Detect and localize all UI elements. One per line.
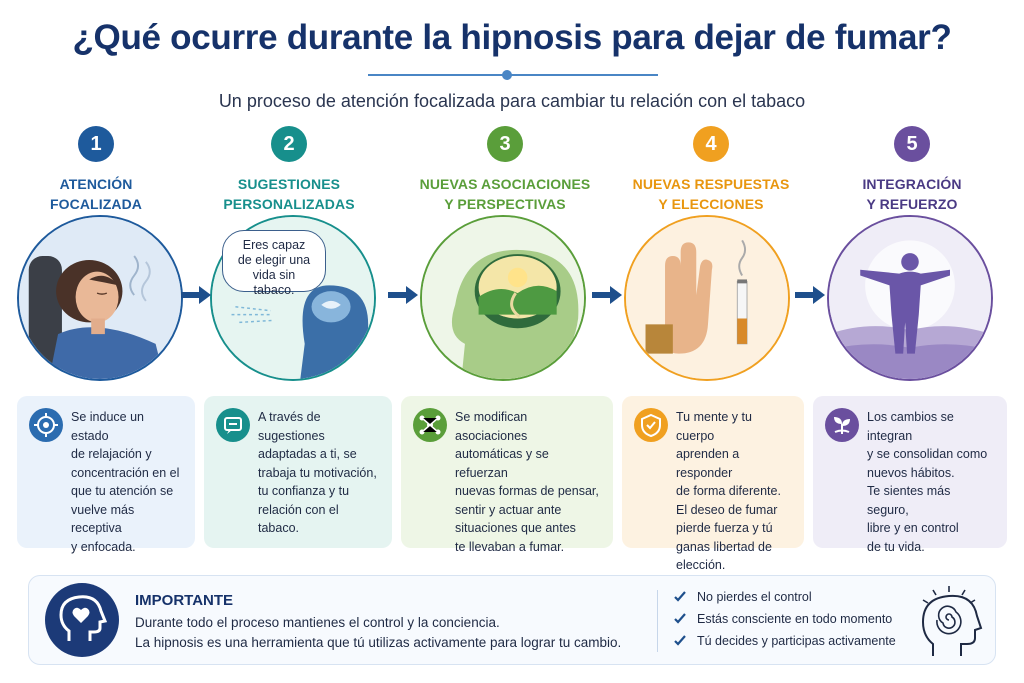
step-1-illustration xyxy=(17,215,183,381)
step-5-number: 5 xyxy=(894,126,930,162)
check-item-label: Tú decides y participas activamente xyxy=(697,634,896,648)
step-4-header: 4 NUEVAS RESPUESTAS Y ELECCIONES xyxy=(611,126,811,214)
sprout-icon xyxy=(825,408,859,442)
network-icon xyxy=(413,408,447,442)
step-3-number: 3 xyxy=(487,126,523,162)
step-1-card: Se induce un estado de relajación y conc… xyxy=(17,396,195,554)
step-1-header: 1 ATENCIÓN FOCALIZADA xyxy=(0,126,196,214)
check-item-label: Estás consciente en todo momento xyxy=(697,612,893,626)
step-4-number: 4 xyxy=(693,126,729,162)
step-4-illustration xyxy=(624,215,790,381)
step-5-title: INTEGRACIÓN Y REFUERZO xyxy=(862,176,962,212)
step-3-title: NUEVAS ASOCIACIONES Y PERSPECTIVAS xyxy=(419,176,591,212)
step-3-description: Se modifican asociaciones automáticas y … xyxy=(455,410,599,554)
check-item-label: No pierdes el control xyxy=(697,590,812,604)
checkmark-icon xyxy=(674,613,686,624)
step-2-title: SUGESTIONES PERSONALIZADAS xyxy=(223,176,355,212)
page-title: ¿Qué ocurre durante la hipnosis para dej… xyxy=(72,18,952,57)
step-1-number: 1 xyxy=(78,126,114,162)
arrow-right-icon xyxy=(181,286,211,304)
page-subtitle: Un proceso de atención focalizada para c… xyxy=(218,91,806,111)
shield-check-icon xyxy=(634,408,668,442)
step-5-header: 5 INTEGRACIÓN Y REFUERZO xyxy=(812,126,1012,214)
checkmark-icon xyxy=(674,591,686,602)
step-4-title: NUEVAS RESPUESTAS Y ELECCIONES xyxy=(632,176,790,212)
step-1-description: Se induce un estado de relajación y conc… xyxy=(71,410,180,554)
important-title: IMPORTANTE xyxy=(135,592,234,609)
arrow-right-icon xyxy=(388,286,418,304)
step-1-title: ATENCIÓN FOCALIZADA xyxy=(50,176,142,212)
checkmark-icon xyxy=(674,635,686,646)
important-panel: IMPORTANTE Durante todo el proceso manti… xyxy=(28,575,996,665)
step-2-number: 2 xyxy=(271,126,307,162)
important-text: Durante todo el proceso mantienes el con… xyxy=(135,615,622,650)
step-2-description: A través de sugestiones adaptadas a ti, … xyxy=(258,410,377,535)
step-3-card: Se modifican asociaciones automáticas y … xyxy=(401,396,613,554)
important-divider xyxy=(657,590,658,652)
speech-bubble: Eres capaz de elegir una vida sin tabaco… xyxy=(222,230,326,297)
check-list-item: Tú decides y participas activamente xyxy=(673,630,896,652)
title-divider-dot xyxy=(502,70,512,80)
check-list-item: Estás consciente en todo momento xyxy=(673,608,896,630)
check-list: No pierdes el control Estás consciente e… xyxy=(673,586,896,652)
title-divider xyxy=(368,74,658,76)
head-heart-icon xyxy=(45,583,119,657)
target-icon xyxy=(29,408,63,442)
step-4-description: Tu mente y tu cuerpo aprenden a responde… xyxy=(676,410,781,572)
arrow-right-icon xyxy=(592,286,622,304)
arrow-right-icon xyxy=(795,286,825,304)
speech-bubble-icon xyxy=(216,408,250,442)
step-5-description: Los cambios se integran y se consolidan … xyxy=(867,410,988,554)
step-2-header: 2 SUGESTIONES PERSONALIZADAS xyxy=(189,126,389,214)
step-2-card: A través de sugestiones adaptadas a ti, … xyxy=(204,396,392,548)
check-list-item: No pierdes el control xyxy=(673,586,896,608)
step-3-header: 3 NUEVAS ASOCIACIONES Y PERSPECTIVAS xyxy=(405,126,605,214)
step-3-illustration xyxy=(420,215,586,381)
step-5-illustration xyxy=(827,215,993,381)
step-4-card: Tu mente y tu cuerpo aprenden a responde… xyxy=(622,396,804,572)
mind-spiral-icon xyxy=(921,586,983,656)
step-5-card: Los cambios se integran y se consolidan … xyxy=(813,396,1007,554)
